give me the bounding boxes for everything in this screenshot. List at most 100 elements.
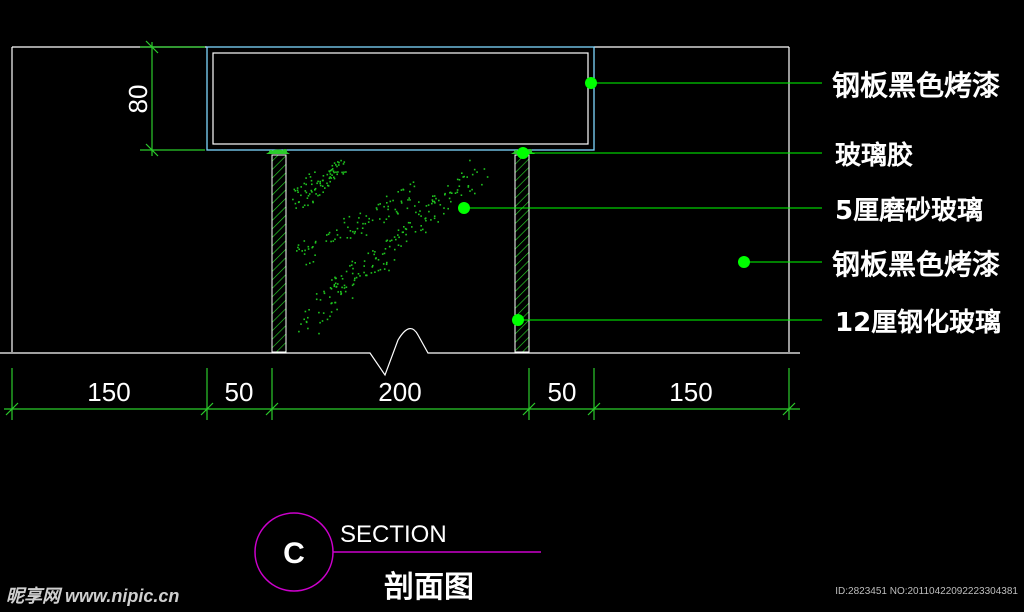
leader-lines xyxy=(458,77,822,326)
frosted-glass-speck xyxy=(469,190,471,192)
frosted-glass-speck xyxy=(362,222,364,225)
frosted-glass-speck xyxy=(321,185,324,187)
frosted-glass-speck xyxy=(413,185,416,188)
frosted-glass-speck xyxy=(314,254,316,256)
frosted-glass-speck xyxy=(461,172,463,174)
frosted-glass-speck xyxy=(447,185,449,187)
frosted-glass-speck xyxy=(409,183,412,186)
frosted-glass-speck xyxy=(308,309,310,311)
frosted-glass-speck xyxy=(385,195,388,198)
frosted-glass-speck xyxy=(355,276,358,279)
frosted-glass-speck xyxy=(340,275,343,277)
frosted-glass-speck xyxy=(312,200,314,203)
frosted-glass-speck xyxy=(333,283,336,286)
frosted-glass-speck xyxy=(326,173,329,176)
frosted-glass-speck xyxy=(319,182,321,185)
section-symbol xyxy=(254,512,541,592)
frosted-glass-speck xyxy=(431,202,433,205)
frosted-glass-speck xyxy=(333,171,335,174)
frosted-glass-speck xyxy=(304,190,307,192)
frosted-glass-speck xyxy=(401,231,404,234)
frosted-glass-speck xyxy=(331,168,334,170)
frosted-glass-speck xyxy=(343,287,346,289)
frosted-glass-speck xyxy=(334,277,337,280)
frosted-glass-speck xyxy=(432,200,434,203)
frosted-glass-speck xyxy=(342,163,345,165)
frosted-glass-speck xyxy=(341,278,344,280)
frosted-glass-speck xyxy=(372,250,374,252)
frosted-glass-speck xyxy=(469,159,471,162)
frosted-glass-speck xyxy=(312,261,315,263)
frosted-glass-speck xyxy=(434,202,436,204)
frosted-glass-speck xyxy=(387,208,389,211)
frosted-glass-speck xyxy=(307,204,309,207)
vertical-dimension xyxy=(140,40,205,157)
frosted-glass-speck xyxy=(379,218,381,220)
frosted-glass-speck xyxy=(375,207,378,209)
frosted-glass-texture xyxy=(292,159,489,335)
frosted-glass-speck xyxy=(430,219,432,221)
callout-steel-paint-side: 钢板黑色烤漆 xyxy=(832,248,1000,281)
frosted-glass-speck xyxy=(359,212,362,215)
frosted-glass-speck xyxy=(317,194,319,197)
frosted-glass-speck xyxy=(363,271,365,274)
frosted-glass-speck xyxy=(332,240,335,242)
frosted-glass-speck xyxy=(374,251,376,253)
dimension-vertical-label: 80 xyxy=(123,85,153,114)
section-letter: C xyxy=(283,537,305,570)
frosted-glass-speck xyxy=(383,221,385,224)
frosted-glass-speck xyxy=(382,263,385,265)
frosted-glass-speck xyxy=(311,183,313,186)
frosted-glass-speck xyxy=(385,218,388,220)
frosted-glass-speck xyxy=(326,234,328,236)
frosted-glass-speck xyxy=(448,197,451,200)
frosted-glass-speck xyxy=(389,200,392,203)
frosted-glass-speck xyxy=(303,253,306,255)
frosted-glass-speck xyxy=(406,207,409,210)
frosted-glass-speck xyxy=(335,164,337,166)
frosted-glass-speck xyxy=(340,290,342,293)
frosted-glass-speck xyxy=(351,284,354,287)
frosted-glass-speck xyxy=(336,173,338,176)
frosted-glass-speck xyxy=(329,176,331,178)
frosted-glass-speck xyxy=(419,210,421,212)
frosted-glass-speck xyxy=(420,229,422,232)
frosted-glass-speck xyxy=(312,201,314,204)
frosted-glass-speck xyxy=(377,259,380,261)
frosted-glass-speck xyxy=(353,232,356,235)
section-title: SECTION xyxy=(340,521,447,548)
frosted-glass-speck xyxy=(337,291,339,293)
frosted-glass-speck xyxy=(433,215,436,217)
frosted-glass-speck xyxy=(321,179,324,182)
frosted-glass-speck xyxy=(400,189,403,191)
frosted-glass-speck xyxy=(467,185,470,187)
frosted-glass-speck xyxy=(329,315,331,318)
frosted-glass-speck xyxy=(354,262,356,264)
frosted-glass-speck xyxy=(335,171,337,173)
frosted-glass-speck xyxy=(351,297,354,299)
frosted-glass-speck xyxy=(363,265,365,267)
frosted-glass-speck xyxy=(435,197,437,200)
frosted-glass-speck xyxy=(394,248,396,251)
frosted-glass-speck xyxy=(340,293,342,296)
frosted-glass-speck xyxy=(306,197,309,199)
frosted-glass-speck xyxy=(336,234,339,236)
frosted-glass-speck xyxy=(337,171,339,173)
tempered-glass-posts xyxy=(271,154,530,353)
frosted-glass-speck xyxy=(318,311,320,314)
frosted-glass-speck xyxy=(393,236,396,238)
frosted-glass-speck xyxy=(296,189,299,192)
frosted-glass-speck xyxy=(298,201,300,203)
frosted-glass-speck xyxy=(404,227,407,230)
frosted-glass-speck xyxy=(315,298,318,301)
frosted-glass-speck xyxy=(347,226,349,229)
frosted-glass-speck xyxy=(425,231,427,234)
frosted-glass-speck xyxy=(319,184,322,187)
frosted-glass-speck xyxy=(400,245,402,247)
frosted-glass-speck xyxy=(295,207,297,209)
frosted-glass-speck xyxy=(395,238,397,241)
frosted-glass-speck xyxy=(344,290,347,293)
frosted-glass-speck xyxy=(329,173,332,175)
frosted-glass-speck xyxy=(328,231,331,234)
frosted-glass-speck xyxy=(298,330,300,333)
